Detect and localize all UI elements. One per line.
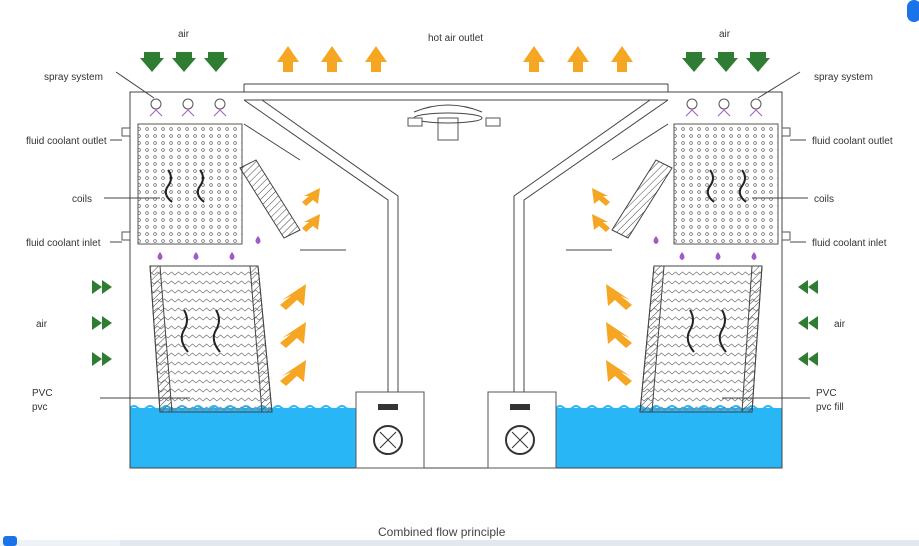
label-fluid-outlet-left: fluid coolant outlet xyxy=(26,136,107,147)
spray-nozzles-right xyxy=(685,98,763,117)
label-air-top-right: air xyxy=(719,29,731,40)
pipe-right xyxy=(513,99,669,400)
label-fluid-outlet-right: fluid coolant outlet xyxy=(812,136,893,147)
tower-casing xyxy=(129,91,783,469)
spray-nozzles-left xyxy=(149,98,227,117)
chat-icon[interactable] xyxy=(3,536,17,546)
hot-air-arrows xyxy=(277,46,633,386)
figure-caption: Combined flow principle xyxy=(378,525,506,539)
drift-eliminator-left xyxy=(239,159,301,239)
water-basin-right xyxy=(556,408,782,468)
coil-flow-arrows xyxy=(164,169,747,203)
label-spray-system-left: spray system xyxy=(44,72,103,83)
label-pvc-right-2: pvc fill xyxy=(816,402,844,413)
label-coils-left: coils xyxy=(72,194,92,205)
label-air-top-left: air xyxy=(178,29,190,40)
label-pvc-left-2: pvc xyxy=(32,402,48,413)
leader-lines xyxy=(100,71,810,399)
label-spray-system-right: spray system xyxy=(814,72,873,83)
water-droplets xyxy=(157,236,757,260)
page-bottom-bar-accent xyxy=(120,540,919,546)
corner-badge-icon[interactable] xyxy=(907,0,919,22)
coil-block-right xyxy=(673,123,779,245)
drift-eliminator-right xyxy=(611,159,673,239)
fan-icon xyxy=(407,104,501,141)
label-hot-air-outlet: hot air outlet xyxy=(428,33,483,44)
label-pvc-right-1: PVC xyxy=(816,388,837,399)
pump-right-icon xyxy=(487,391,557,469)
label-air-left: air xyxy=(36,319,48,330)
water-basin-left xyxy=(130,408,356,468)
coil-block-left xyxy=(137,123,243,245)
label-fluid-inlet-right: fluid coolant inlet xyxy=(812,238,887,249)
label-coils-right: coils xyxy=(814,194,834,205)
label-pvc-left-1: PVC xyxy=(32,388,53,399)
air-in-arrows-top xyxy=(140,52,770,72)
pump-left-icon xyxy=(355,391,425,469)
pipe-left xyxy=(243,99,399,400)
label-air-right: air xyxy=(834,319,846,330)
label-fluid-inlet-left: fluid coolant inlet xyxy=(26,238,101,249)
